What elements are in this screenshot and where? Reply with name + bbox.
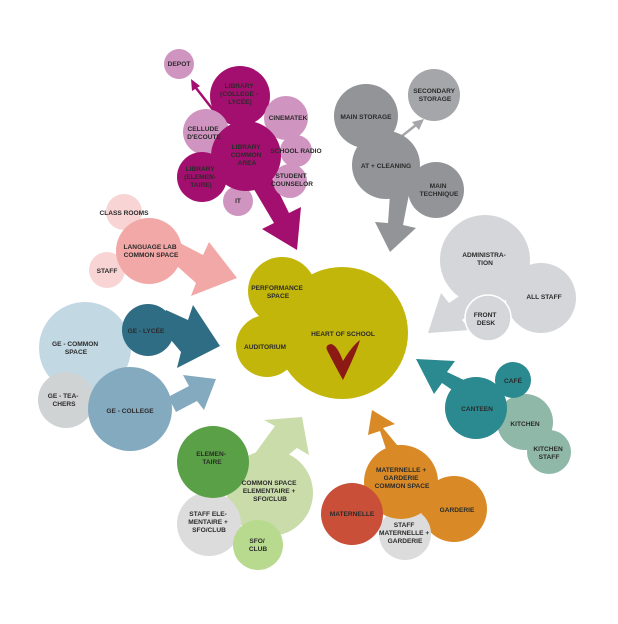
maternelle-cluster	[321, 445, 487, 560]
elementaire-label: ELEMEN- TAIRE	[196, 451, 228, 466]
center-cluster	[236, 257, 408, 399]
maternelle-common-space-label: MATERNELLE + GARDERIE COMMON SPACE	[375, 467, 430, 490]
common-space-elementaire-label: COMMON SPACE ELEMENTAIRE + SFO/CLUB	[242, 480, 299, 503]
it-label: IT	[235, 198, 241, 205]
storage-cluster	[334, 69, 464, 218]
library-elementaire-label: LIBRARY (ELEMEN- TAIRE)	[184, 166, 218, 189]
language-lab-label: LANGUAGE LAB COMMON SPACE	[124, 244, 179, 259]
language-lab-bubble[interactable]	[116, 218, 182, 284]
canteen-bubble[interactable]	[445, 377, 507, 439]
library-cluster	[164, 49, 312, 216]
secondary-storage-direction-arrow	[401, 119, 424, 137]
ge-teachers-label: GE - TEA- CHERS	[48, 393, 81, 408]
auditorium-label: AUDITORIUM	[244, 344, 287, 351]
elementaire-bubble[interactable]	[177, 426, 249, 498]
ge-lycee-bubble[interactable]	[122, 304, 174, 356]
maternelle-label: MATERNELLE	[330, 511, 375, 518]
maternelle-common-space-bubble[interactable]	[364, 445, 438, 519]
heart-of-school-bubble[interactable]	[276, 267, 408, 399]
library-college-lycee-bubble[interactable]	[210, 66, 270, 126]
at-cleaning-label: AT + CLEANING	[361, 163, 411, 170]
cinematek-label: CINEMATEK	[269, 115, 308, 122]
ge-lycee-arrow	[160, 305, 220, 368]
staff-maternelle-garderie-bubble[interactable]	[379, 508, 431, 560]
kitchen-label: KITCHEN	[510, 421, 540, 428]
storage-arrow	[375, 180, 416, 252]
staff-maternelle-label: STAFF MATERNELLE + GARDERIE	[379, 522, 431, 545]
ge-college-bubble[interactable]	[88, 367, 172, 451]
library-college-lycee-label: LIBRARY (COLLEGE - LYCÉE)	[220, 83, 260, 106]
student-counselor-label: STUDENT COUNSELOR	[271, 173, 313, 188]
ge-lycee-label: GE - LYCÉE	[128, 326, 165, 335]
depot-bubble[interactable]	[164, 49, 194, 79]
staff-elementaire-bubble[interactable]	[177, 492, 241, 556]
administration-bubble[interactable]	[440, 215, 530, 305]
kitchen-bubble[interactable]	[497, 394, 553, 450]
language-arrow	[168, 241, 237, 296]
language-cluster	[89, 194, 182, 288]
library-common-area-bubble[interactable]	[211, 121, 281, 191]
it-bubble[interactable]	[223, 186, 253, 216]
admin-cluster	[440, 215, 576, 342]
canteen-label: CANTEEN	[461, 406, 493, 413]
at-cleaning-bubble[interactable]	[352, 131, 420, 199]
main-technique-bubble[interactable]	[408, 162, 464, 218]
ge-cluster	[38, 302, 174, 451]
administration-label: ADMINISTRA- TION	[462, 252, 507, 267]
main-technique-label: MAIN TECHNIQUE	[420, 183, 459, 198]
cafe-label: CAFÉ	[504, 376, 523, 385]
library-common-area-label: LIBRARY COMMON AREA	[231, 144, 264, 167]
student-counselor-bubble[interactable]	[273, 164, 307, 198]
front-desk-bubble[interactable]	[464, 294, 512, 342]
secondary-storage-label: SECONDARY STORAGE	[413, 88, 457, 103]
cafe-bubble[interactable]	[495, 362, 531, 398]
common-space-elementaire-bubble[interactable]	[227, 450, 313, 536]
depot-direction-arrow	[191, 79, 215, 112]
garderie-bubble[interactable]	[421, 476, 487, 542]
main-storage-label: MAIN STORAGE	[340, 114, 392, 121]
ge-college-label: GE - COLLEGE	[106, 408, 154, 415]
garderie-label: GARDERIE	[440, 507, 475, 514]
staff-label: STAFF	[97, 268, 118, 275]
cinematek-bubble[interactable]	[264, 96, 308, 140]
depot-label: DEPOT	[168, 61, 191, 68]
all-staff-bubble[interactable]	[506, 263, 576, 333]
heart-of-school-label: HEART OF SCHOOL	[311, 331, 375, 338]
canteen-cluster	[445, 362, 571, 474]
school-radio-bubble[interactable]	[280, 135, 312, 167]
heart-icon	[326, 340, 360, 380]
front-desk-label: FRONT DESK	[474, 312, 499, 327]
all-staff-label: ALL STAFF	[526, 294, 561, 301]
secondary-storage-bubble[interactable]	[408, 69, 460, 121]
sfo-club-label: SFO/ CLUB	[249, 538, 268, 553]
class-rooms-bubble[interactable]	[106, 194, 142, 230]
performance-space-label: PERFORMANCE SPACE	[251, 285, 305, 300]
kitchen-staff-label: KITCHEN STAFF	[533, 446, 564, 461]
ge-college-arrow	[168, 375, 216, 412]
sfo-club-bubble[interactable]	[233, 520, 283, 570]
class-rooms-label: CLASS ROOMS	[99, 210, 149, 217]
staff-elementaire-label: STAFF ELE- MENTAIRE + SFO/CLUB	[188, 511, 229, 534]
ge-teachers-bubble[interactable]	[38, 372, 94, 428]
staff-bubble[interactable]	[89, 252, 125, 288]
maternelle-bubble[interactable]	[321, 483, 383, 545]
school-radio-label: SCHOOL RADIO	[270, 148, 321, 155]
elementaire-cluster	[177, 426, 313, 570]
ge-common-space-label: GE - COMMON SPACE	[52, 341, 100, 356]
cellude-label: CELLUDE D'ECOUTE	[187, 126, 221, 141]
ge-common-space-bubble[interactable]	[39, 302, 131, 394]
